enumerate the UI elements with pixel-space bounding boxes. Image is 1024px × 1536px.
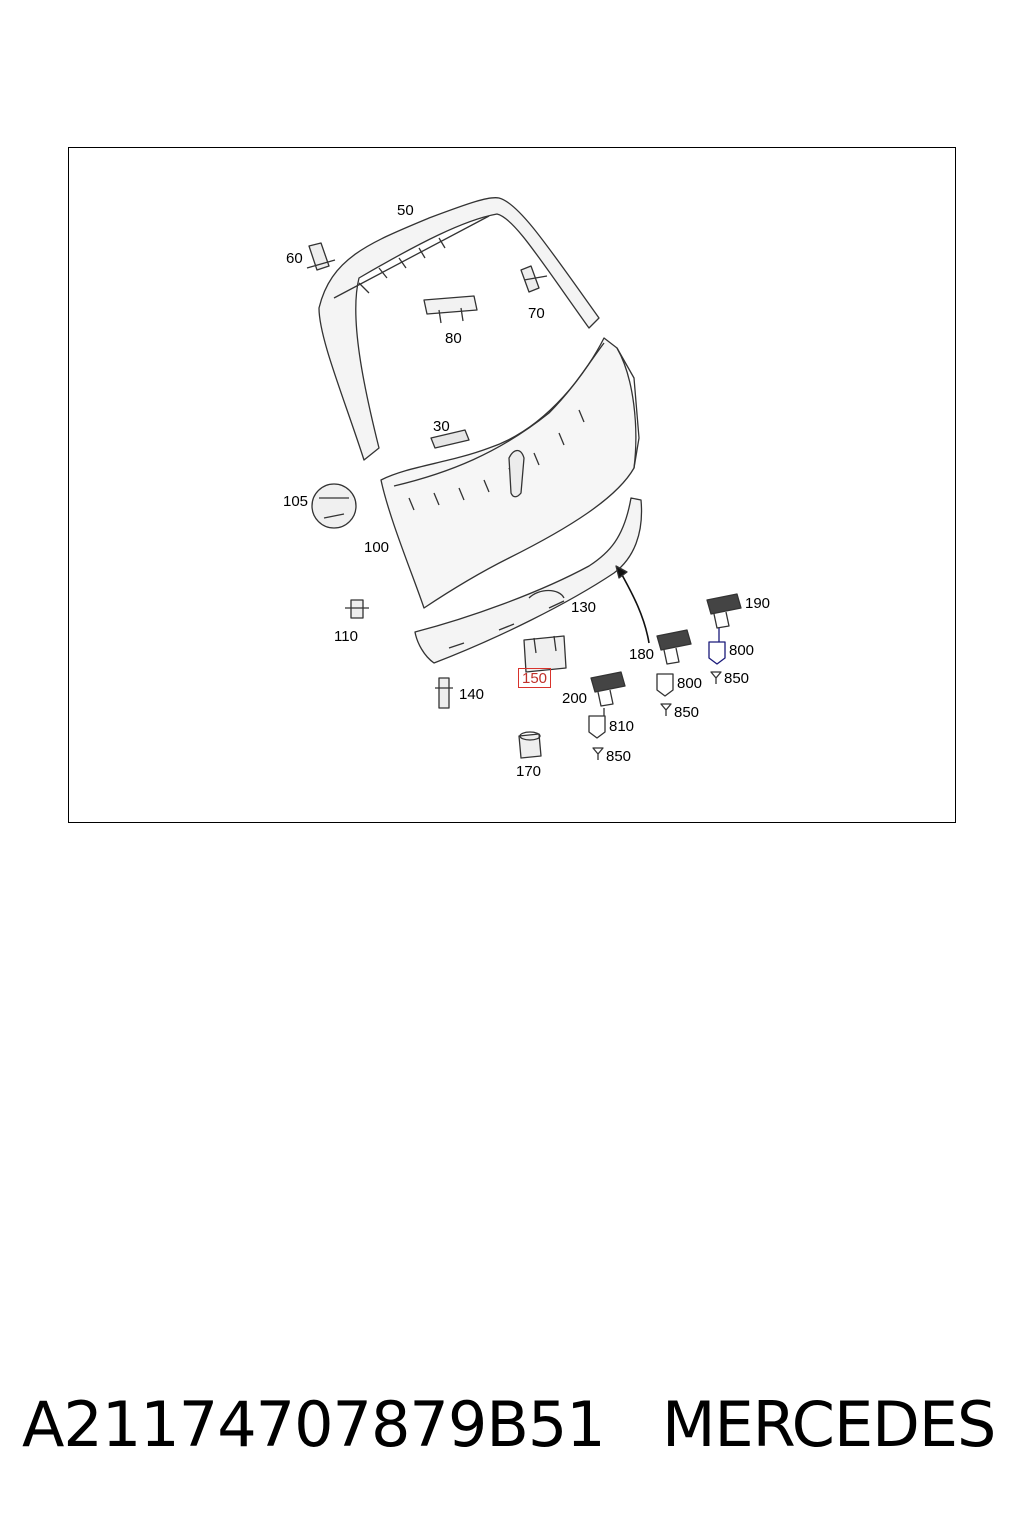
part-80-clip: [423, 295, 478, 324]
part-30-plate: [430, 429, 470, 449]
callout-850-a: 850: [724, 670, 750, 687]
part-100-trim-panel: [380, 337, 640, 609]
connectors: [588, 628, 726, 739]
callout-60: 60: [286, 250, 303, 267]
callout-105: 105: [283, 493, 309, 510]
callout-150-highlighted: 150: [518, 668, 552, 688]
direction-arrow: [615, 565, 650, 644]
callout-180: 180: [629, 646, 655, 663]
part-110-push-clip: [345, 599, 369, 619]
terminals-850: [592, 671, 722, 760]
callout-850-c: 850: [606, 748, 632, 765]
callout-200: 200: [562, 690, 588, 707]
exploded-parts-drawing: [306, 197, 742, 760]
part-150-clip: [523, 635, 567, 673]
callout-800-b: 800: [677, 675, 703, 692]
part-50-window-trim: [318, 197, 600, 461]
part-number: A21174707879B51: [22, 1388, 606, 1461]
part-105-cover: [311, 483, 357, 529]
callout-170: 170: [516, 763, 542, 780]
brand-name: MERCEDES: [662, 1388, 996, 1461]
callout-100: 100: [364, 539, 390, 556]
part-170-cap: [518, 731, 542, 759]
callout-50: 50: [397, 202, 414, 219]
callout-80: 80: [445, 330, 462, 347]
callout-70: 70: [528, 305, 545, 322]
part-190-switch: [706, 593, 742, 629]
part-140-pin: [435, 677, 453, 709]
callout-190: 190: [745, 595, 771, 612]
footer: A21174707879B51 MERCEDES: [0, 1388, 1024, 1461]
callout-110: 110: [334, 628, 358, 645]
callout-800-a: 800: [729, 642, 755, 659]
callout-140: 140: [459, 686, 485, 703]
callout-850-b: 850: [674, 704, 700, 721]
callout-30: 30: [433, 418, 450, 435]
part-70-bracket: [520, 265, 548, 293]
callout-810: 810: [609, 718, 635, 735]
part-60-clip: [306, 242, 336, 271]
part-200-switch: [590, 671, 626, 707]
callout-130: 130: [571, 599, 597, 616]
part-180-switch: [656, 629, 692, 665]
part-130-lower-trim: [414, 497, 643, 664]
diagram-frame: 50 60 70 80 30 105 100 110 130 140 150 1…: [68, 147, 956, 823]
